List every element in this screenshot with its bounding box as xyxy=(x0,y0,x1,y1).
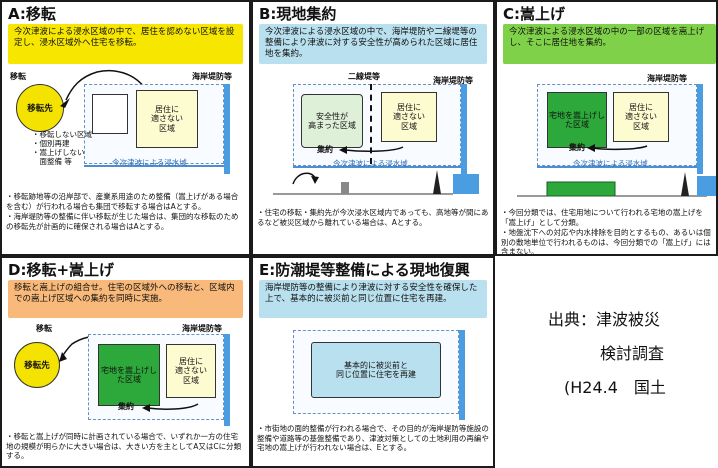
panel-b-notes: ・住宅の移転・集約先が今次浸水区域内であっても、高地等が間にあるなど被災区域から… xyxy=(257,208,489,228)
panel-e-description: 海岸堤防等の整備により津波に対する安全性を確保した上で、基本的に被災前と同じ位置… xyxy=(259,280,487,318)
panel-c-title: C:嵩上げ xyxy=(503,5,566,23)
panel-c-notes: ・今回分類では、住宅用地について行われる宅地の嵩上げを「嵩上げ」として分類。 ・… xyxy=(501,208,712,256)
panel-c-unsuitable-area: 居住に 適さない 区域 xyxy=(613,92,669,142)
panel-a-legend: ・移転しない区域 ・個別再建 ・嵩上げしない 面整備 等 xyxy=(32,130,92,166)
panel-d-raised-area: 宅地を嵩上げした区域 xyxy=(98,344,160,406)
panel-b-inundation-line xyxy=(293,166,461,168)
panel-a-inundation-label: 今次津波による浸水域 xyxy=(112,158,187,167)
panel-c-raising: C:嵩上げ 今次津波による浸水区域の中の一部の区域を嵩上げし、そこに居住地を集約… xyxy=(495,0,718,256)
panel-a-unsuitable-area: 居住に 適さない 区域 xyxy=(136,90,198,148)
panel-c-cross-section xyxy=(517,172,716,197)
panel-a-title: A:移転 xyxy=(8,5,56,23)
panel-a-note-1: ・移転跡地等の沿岸部で、産業系用途のため整備（嵩上げがある場合を含む）が行われる… xyxy=(6,192,239,211)
panel-a-inundation-line xyxy=(84,165,224,167)
panel-d-notes: ・移転と嵩上げが同時に計画されている場合で、いずれか一方の住宅地の規模が明らかに… xyxy=(6,432,245,462)
panel-b-on-site-consolidation: B:現地集約 今次津波による浸水区域の中で、海岸堤防や二線堤等の整備により津波に… xyxy=(251,0,495,256)
panel-c-consolidation-arrow xyxy=(587,144,648,152)
panel-d-sea xyxy=(224,334,230,426)
panel-b-inundation-label: 今次津波による浸水域 xyxy=(333,159,408,168)
source-line-2: 検討調査 xyxy=(600,344,665,363)
panel-d-consolidation-arrow xyxy=(142,403,199,412)
source-line-1: 出典：津波被災 xyxy=(548,310,661,329)
panel-e-notes: ・市街地の面的整備が行われる場合で、その目的が海岸堤防等施設の整備や道路等の基盤… xyxy=(257,424,489,454)
panel-c-description: 今次津波による浸水区域の中の一部の区域を嵩上げし、そこに居住地を集約。 xyxy=(503,24,716,64)
panel-a-notes: ・移転跡地等の沿岸部で、産業系用途のため整備（嵩上げがある場合を含む）が行われる… xyxy=(6,192,245,232)
panel-c-sea-label: 海岸堤防等 xyxy=(647,74,687,83)
panel-b-sea-label: 海岸堤防等 xyxy=(433,76,473,85)
panel-c-raised-area: 宅地を嵩上げした区域 xyxy=(547,92,607,148)
panel-b-unsuitable-area: 居住に 適さない 区域 xyxy=(381,92,437,142)
panel-a-empty-plot xyxy=(92,94,128,134)
panel-c-sea xyxy=(697,84,703,174)
panel-d-note-1: ・移転と嵩上げが同時に計画されている場合で、いずれか一方の住宅地の規模が明らかに… xyxy=(6,432,242,460)
panel-a-note-2: ・海岸堤防等の整備に伴い移転が生じた場合は、集団的な移転のための移転先が計画的に… xyxy=(6,212,239,231)
panel-a-sea-label: 海岸堤防等 xyxy=(192,72,232,81)
panel-a-description: 今次津波による浸水区域の中で、居住を認めない区域を設定し、浸水区域外へ住宅を移転… xyxy=(8,24,243,64)
panel-b-consolidate-label: 集約 xyxy=(317,145,333,154)
panel-b-description: 今次津波による浸水区域の中で、海岸堤防や二線堤等の整備により津波に対する安全性が… xyxy=(259,24,487,64)
panel-e-on-site-reconstruction: E:防潮堤等整備による現地復興 海岸堤防等の整備により津波に対する安全性を確保し… xyxy=(251,256,495,468)
panel-b-note-1: ・住宅の移転・集約先が今次浸水区域内であっても、高地等が間にあるなど被災区域から… xyxy=(257,208,489,227)
panel-e-title: E:防潮堤等整備による現地復興 xyxy=(259,261,470,279)
panel-d-title: D:移転+嵩上げ xyxy=(8,261,115,279)
panel-d-sea-label: 海岸堤防等 xyxy=(182,324,222,333)
panel-c-consolidate-label: 集約 xyxy=(569,143,585,152)
panel-b-secondary-levee-label: 二線堤等 xyxy=(348,72,380,81)
panel-d-relocation-and-raising: D:移転+嵩上げ 移転と嵩上げの組合せ。住宅の区域外への移転と、区域内での嵩上げ… xyxy=(0,256,251,468)
panel-b-sea xyxy=(461,84,467,174)
panel-b-safer-area: 安全性が 高まった区域 xyxy=(301,94,363,148)
panel-c-note-2: ・地盤沈下への対応や内水排除を目的とするもの、あるいは個別の敷地単位で行われるも… xyxy=(501,228,711,256)
panel-b-title: B:現地集約 xyxy=(259,5,337,23)
panel-d-consolidate-label: 集約 xyxy=(118,402,134,411)
panel-c-note-1: ・今回分類では、住宅用地について行われる宅地の嵩上げを「嵩上げ」として分類。 xyxy=(501,208,703,227)
panel-e-reconstruction-area: 基本的に被災前と 同じ位置に住宅を再建 xyxy=(311,342,441,398)
panel-b-cross-section xyxy=(273,170,479,195)
panel-c-inundation-label: 今次津波による浸水域 xyxy=(573,159,648,168)
panel-a-move-label: 移転 xyxy=(10,72,26,81)
panel-d-unsuitable-area: 居住に 適さない 区域 xyxy=(166,344,216,398)
panel-b-secondary-levee xyxy=(370,84,372,164)
panel-d-description: 移転と嵩上げの組合せ。住宅の区域外への移転と、区域内での嵩上げ区域への集約を同時… xyxy=(8,280,243,318)
panel-e-note-1: ・市街地の面的整備が行われる場合で、その目的が海岸堤防等施設の整備や道路等の基盤… xyxy=(257,424,489,452)
panel-d-destination-circle: 移転先 xyxy=(14,342,60,388)
source-line-3: (H24.4 国土 xyxy=(564,378,666,397)
panel-d-move-label: 移転 xyxy=(36,324,52,333)
panel-b-consolidation-arrow xyxy=(339,146,404,154)
panel-a-relocation: A:移転 今次津波による浸水区域の中で、居住を認めない区域を設定し、浸水区域外へ… xyxy=(0,0,251,256)
panel-e-sea xyxy=(459,330,465,420)
panel-c-inundation-line xyxy=(537,166,697,168)
panel-a-sea xyxy=(224,84,230,174)
panel-a-destination-circle: 移転先 xyxy=(16,84,64,132)
